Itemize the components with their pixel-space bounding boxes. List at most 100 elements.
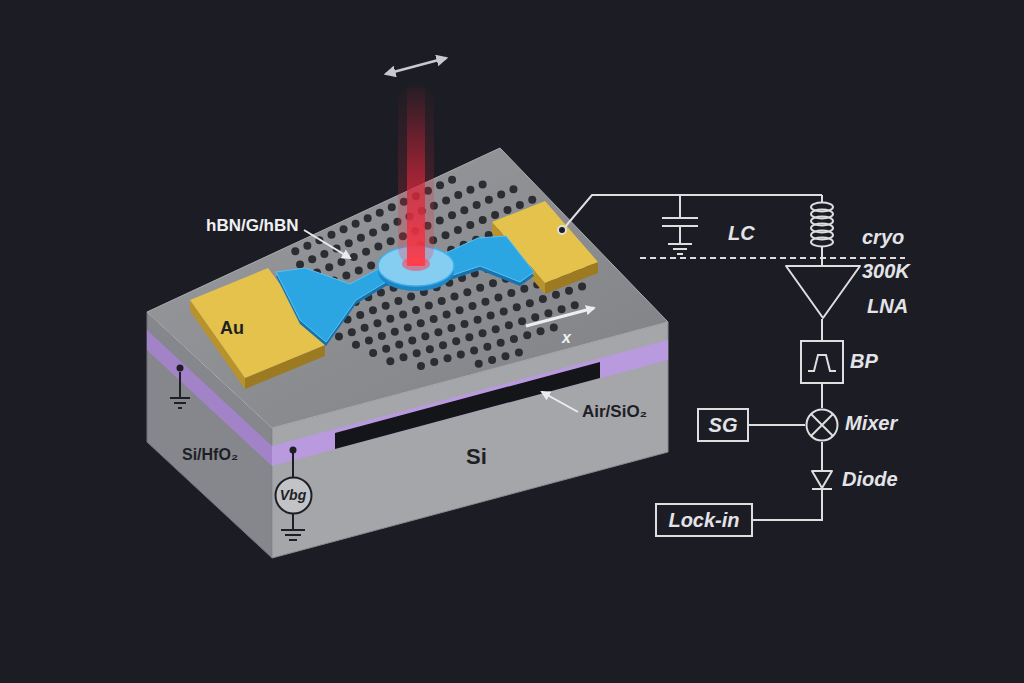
etched-hole: [320, 250, 328, 258]
etched-hole: [571, 301, 579, 309]
layer-label: hBN/G/hBN: [206, 216, 299, 236]
etched-hole: [356, 311, 364, 319]
etched-hole: [528, 196, 536, 204]
etched-hole: [382, 302, 390, 310]
source-circle: [275, 477, 311, 513]
etched-hole: [466, 186, 474, 194]
leader-line: [542, 392, 578, 412]
etched-hole: [450, 293, 458, 301]
etched-hole: [513, 303, 521, 311]
etched-hole: [550, 323, 558, 331]
etched-hole: [407, 293, 415, 301]
etched-hole: [474, 316, 482, 324]
etched-hole: [523, 331, 531, 339]
contact-dot: [177, 365, 184, 372]
etched-hole: [494, 293, 502, 301]
etched-hole: [438, 297, 446, 305]
etched-hole: [502, 352, 510, 360]
etched-hole: [481, 298, 489, 306]
etched-hole: [515, 349, 523, 357]
etched-hole: [510, 335, 518, 343]
etched-hole: [479, 216, 487, 224]
part-label: Au: [220, 318, 244, 339]
etched-hole: [369, 349, 377, 357]
temperature-boundary: [640, 257, 905, 259]
etched-hole: [489, 279, 497, 287]
etched-hole: [352, 220, 360, 228]
signal-wire: [749, 424, 805, 426]
etched-hole: [479, 329, 487, 337]
voltage-source: Vbg: [274, 476, 313, 515]
diode-glyph: [812, 466, 832, 496]
etched-hole: [381, 223, 389, 231]
etched-hole: [531, 313, 539, 321]
etched-hole: [425, 301, 433, 309]
etched-hole: [475, 360, 483, 368]
etched-hole: [436, 181, 444, 189]
etched-hole: [394, 297, 402, 305]
etched-hole: [516, 201, 524, 209]
etched-hole: [466, 221, 474, 229]
etched-hole: [463, 288, 471, 296]
region-label: 300K: [862, 260, 910, 283]
etched-hole: [325, 263, 333, 271]
etched-hole: [457, 350, 465, 358]
axis-arrow: [526, 308, 594, 326]
etched-hole: [355, 266, 363, 274]
layer-label: Si/HfO₂: [182, 446, 238, 464]
amplifier-symbol-outline: [785, 265, 861, 319]
etched-hole: [505, 321, 513, 329]
etched-hole: [338, 258, 346, 266]
laser-spot: [402, 257, 430, 271]
etched-hole: [452, 337, 460, 345]
etched-hole: [476, 284, 484, 292]
etched-hole: [335, 333, 343, 341]
etched-hole: [500, 307, 508, 315]
etched-hole: [454, 226, 462, 234]
laser-glow: [398, 84, 434, 266]
instrument-box: [698, 409, 748, 441]
diode-symbol: Diode: [808, 466, 836, 496]
etched-hole: [291, 247, 299, 255]
etched-hole: [382, 345, 390, 353]
etched-hole: [497, 339, 505, 347]
etched-hole: [507, 289, 515, 297]
etched-hole: [565, 287, 573, 295]
etched-hole: [539, 295, 547, 303]
etched-hole: [448, 211, 456, 219]
etched-hole: [365, 336, 373, 344]
signal-wire: [753, 496, 822, 520]
etched-hole: [308, 255, 316, 263]
signal-wire: [821, 319, 823, 340]
etched-hole: [460, 206, 468, 214]
etched-hole: [558, 305, 566, 313]
amplifier-symbol: LNA: [785, 265, 861, 319]
etched-hole: [465, 333, 473, 341]
etched-hole: [404, 323, 412, 331]
node-label: BP: [850, 350, 878, 373]
bandpass-curve: [808, 355, 836, 371]
etched-hole: [348, 328, 356, 336]
node-text: SG: [709, 414, 738, 437]
etched-hole: [442, 196, 450, 204]
inductor-turn: [811, 238, 833, 247]
etched-hole: [367, 261, 375, 269]
etched-hole: [497, 191, 505, 199]
etched-hole: [488, 356, 496, 364]
etched-hole: [426, 345, 434, 353]
node-text: Vbg: [280, 487, 306, 503]
polarization-arrow: [386, 58, 446, 74]
etched-hole: [340, 225, 348, 233]
inductor-symbol: [811, 203, 833, 247]
etched-hole: [376, 209, 384, 217]
etched-hole: [492, 325, 500, 333]
etched-hole: [400, 353, 408, 361]
axis-label: x: [562, 329, 571, 347]
etched-hole: [479, 180, 487, 188]
diode-symbol-outline: [808, 466, 836, 496]
etched-hole: [387, 237, 395, 245]
etched-hole: [520, 285, 528, 293]
etched-hole: [436, 217, 444, 225]
